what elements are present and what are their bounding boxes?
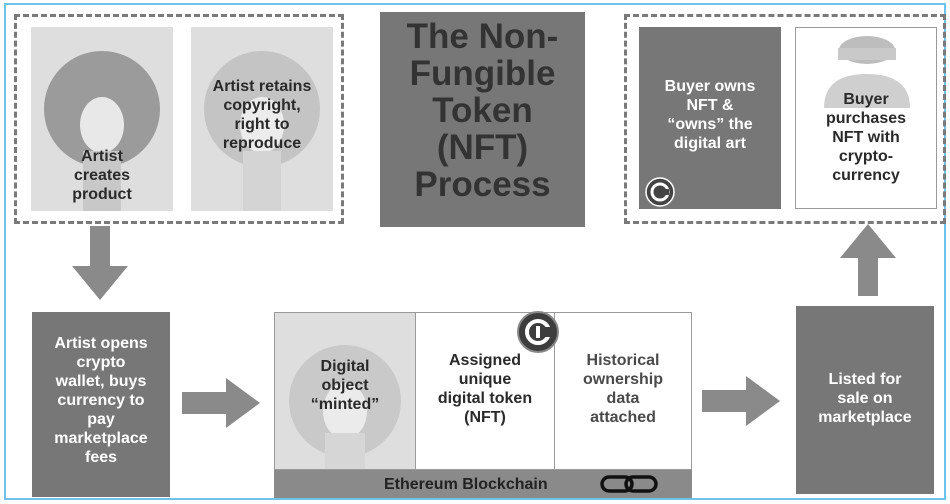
- step-buyer-purchases: Buyer purchases NFT with crypto- currenc…: [795, 27, 937, 209]
- artist-portrait-icon: [44, 51, 160, 211]
- step-artist-retains-text: Artist retains copyright, right to repro…: [212, 78, 312, 152]
- artist-group: Artist creates product Artist retains co…: [14, 14, 344, 224]
- step-digital-object-text: Digital object “minted”: [310, 358, 380, 413]
- blockchain-bar: Ethereum Blockchain: [274, 470, 692, 498]
- step-artist-creates-text: Artist creates product: [72, 148, 132, 203]
- step-buyer-owns-text: Buyer owns NFT & “owns” the digital art: [664, 78, 756, 152]
- step-assigned-token-text: Assigned unique digital token (NFT): [437, 352, 533, 426]
- arrow-right-icon: [182, 378, 260, 428]
- step-historical: Historical ownership data attached: [554, 313, 691, 469]
- artist-portrait-icon: [204, 51, 320, 211]
- step-listed-text: Listed for sale on marketplace: [818, 371, 912, 426]
- arrow-right-icon: [702, 376, 780, 426]
- step-artist-creates: Artist creates product: [31, 27, 173, 211]
- step-artist-retains: Artist retains copyright, right to repro…: [191, 27, 333, 211]
- step-historical-text: Historical ownership data attached: [582, 352, 663, 426]
- step-buyer-purchases-text: Buyer purchases NFT with crypto- currenc…: [825, 91, 907, 184]
- arrow-down-icon: [72, 226, 128, 300]
- buyer-avatar-icon: [824, 36, 910, 108]
- buyer-group: Buyer owns NFT & “owns” the digital art …: [624, 14, 946, 224]
- artist-portrait-icon: [289, 345, 401, 469]
- minting-group: Digital object “minted” Assigned unique …: [274, 312, 692, 470]
- step-artist-opens-text: Artist opens crypto wallet, buys currenc…: [54, 335, 148, 466]
- step-artist-opens: Artist opens crypto wallet, buys currenc…: [32, 312, 170, 497]
- step-digital-object: Digital object “minted”: [275, 313, 415, 469]
- step-buyer-owns: Buyer owns NFT & “owns” the digital art: [639, 27, 781, 209]
- diagram-title: The Non- Fungible Token (NFT) Process: [380, 12, 585, 227]
- step-assigned-token: Assigned unique digital token (NFT): [415, 313, 554, 469]
- chain-link-icon: [600, 475, 658, 493]
- step-listed: Listed for sale on marketplace: [796, 306, 934, 494]
- arrow-up-icon: [840, 224, 896, 296]
- crypto-token-icon: [645, 177, 675, 207]
- crypto-token-icon: [517, 311, 559, 353]
- blockchain-label: Ethereum Blockchain: [384, 476, 548, 493]
